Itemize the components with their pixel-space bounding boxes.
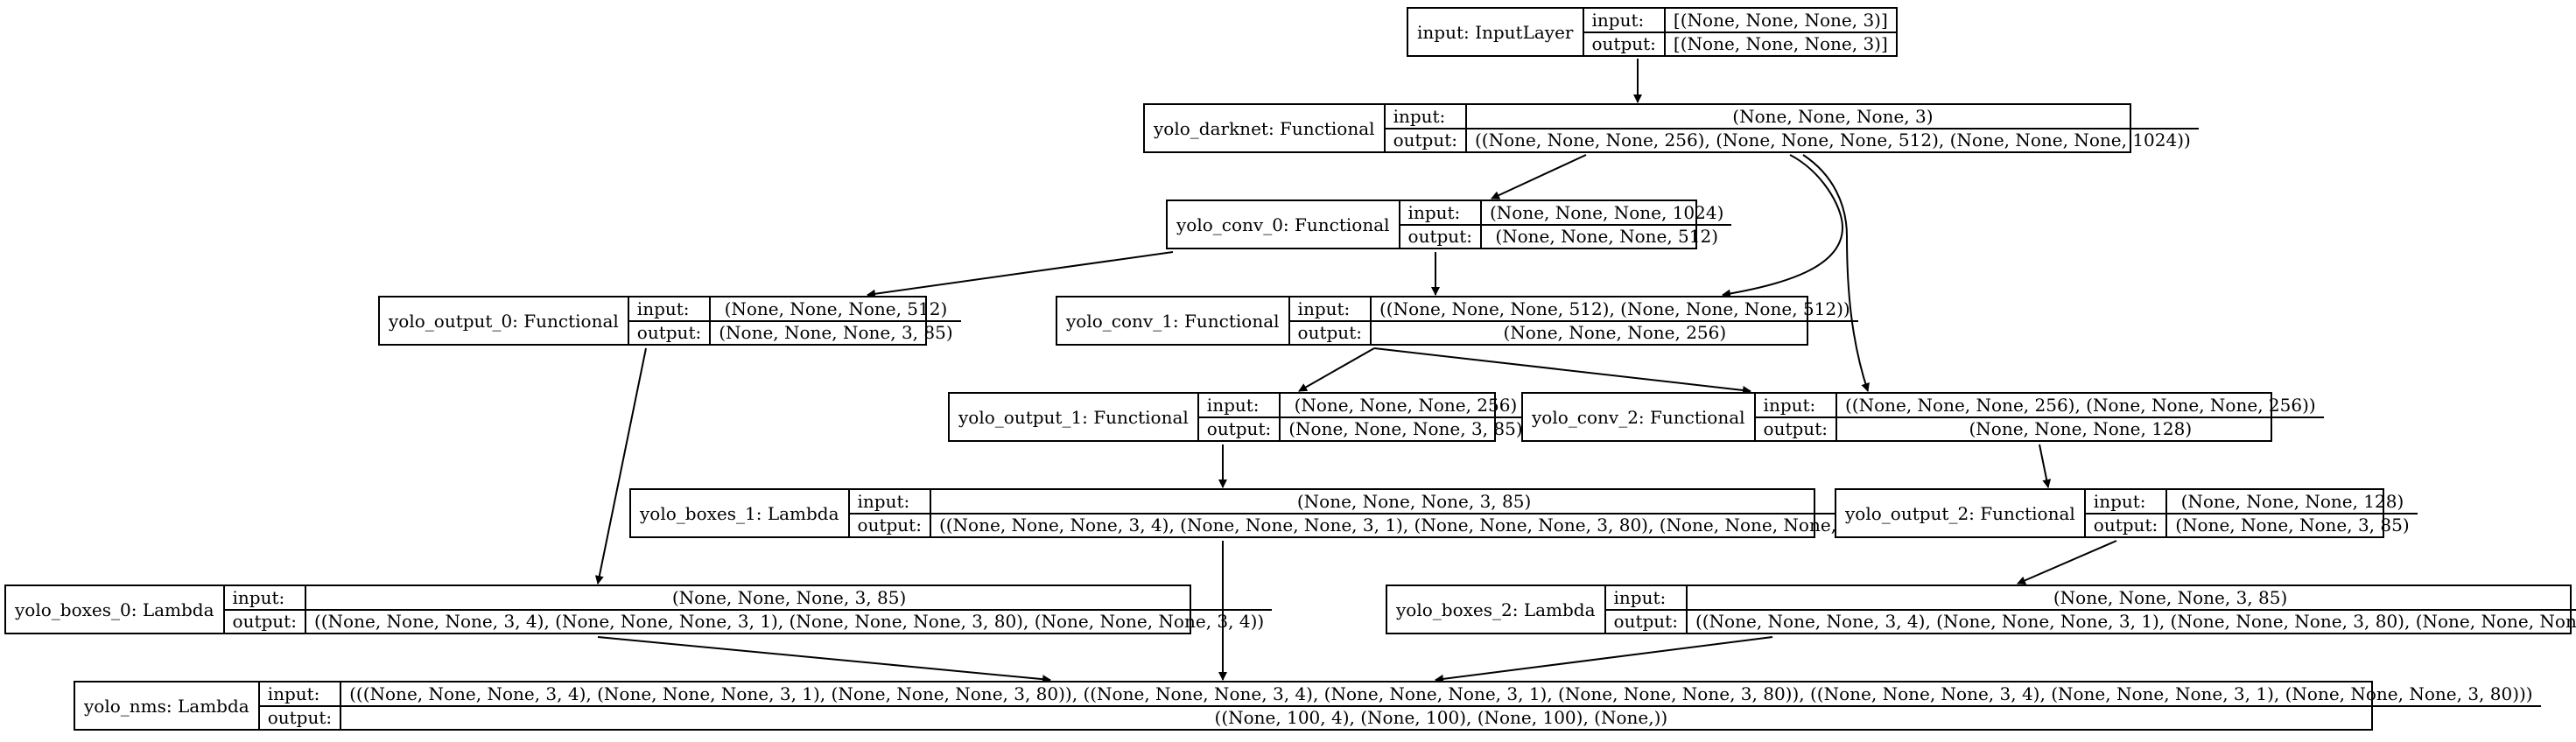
input-shape: [(None, None, None, 3)] xyxy=(1673,9,1888,31)
input-label: input: xyxy=(1206,394,1260,416)
output-shape: (None, None, None, 256) xyxy=(1371,319,1858,345)
edge-out0-boxes0 xyxy=(594,347,647,584)
input-label: input: xyxy=(857,490,910,512)
output-label: output: xyxy=(1400,223,1480,248)
node-input-layer: input: InputLayer input: output: [(None,… xyxy=(1407,7,1898,57)
edge-darknet-conv2 xyxy=(1802,154,1870,392)
input-label: input: xyxy=(1763,394,1816,416)
input-label: input: xyxy=(636,298,690,319)
input-label: input: xyxy=(1407,201,1461,223)
node-yolo-conv-2: yolo_conv_2: Functional input: output: (… xyxy=(1521,392,2324,442)
output-shape: (None, None, None, 3, 85) xyxy=(2167,512,2418,537)
input-shape: (None, None, None, 1024) xyxy=(1489,201,1724,223)
input-shape: (None, None, None, 128) xyxy=(2180,490,2404,512)
input-shape: (None, None, None, 3) xyxy=(1732,105,1934,127)
node-yolo-boxes-0: yolo_boxes_0: Lambda input: output: (Non… xyxy=(4,584,1273,634)
input-label: input: xyxy=(1297,298,1351,319)
node-name: yolo_darknet: Functional xyxy=(1145,105,1386,151)
node-name: yolo_output_2: Functional xyxy=(1836,490,2086,536)
node-name: yolo_conv_0: Functional xyxy=(1168,201,1400,248)
node-yolo-boxes-2: yolo_boxes_2: Lambda input: output: (Non… xyxy=(1386,584,2576,634)
edge-conv0-out0 xyxy=(867,251,1174,298)
node-yolo-darknet: yolo_darknet: Functional input: output: … xyxy=(1143,103,2199,153)
input-label: input: xyxy=(2093,490,2146,512)
output-shape: (None, None, None, 512) xyxy=(1481,223,1732,248)
edge-out2-boxes2 xyxy=(2017,540,2117,585)
node-yolo-output-0: yolo_output_0: Functional input: output:… xyxy=(378,296,961,346)
input-label: input: xyxy=(1393,105,1446,127)
input-shape: (None, None, None, 3, 85) xyxy=(2053,586,2288,608)
output-shape: (None, None, None, 3, 85) xyxy=(1281,416,1531,441)
edge-darknet-conv0 xyxy=(1491,154,1587,200)
input-shape: ((None, None, None, 512), (None, None, N… xyxy=(1379,298,1850,319)
output-shape: ((None, None, None, 256), (None, None, N… xyxy=(1466,127,2199,152)
input-shape: (None, None, None, 256) xyxy=(1294,394,1518,416)
edge-conv1-conv2 xyxy=(1373,347,1751,395)
output-shape: (None, None, None, 3, 85) xyxy=(711,319,961,345)
output-label: output: xyxy=(2085,512,2166,537)
output-label: output: xyxy=(259,704,340,730)
output-shape: [(None, None, None, 3)] xyxy=(1665,31,1896,56)
input-shape: (None, None, None, 3, 85) xyxy=(671,586,907,608)
output-shape: ((None, 100, 4), (None, 100), (None, 100… xyxy=(341,704,2541,730)
node-yolo-nms: yolo_nms: Lambda input: output: (((None,… xyxy=(74,681,2541,731)
output-label: output: xyxy=(1289,319,1370,345)
node-name: input: InputLayer xyxy=(1408,9,1584,55)
output-label: output: xyxy=(849,512,930,537)
node-yolo-conv-1: yolo_conv_1: Functional input: output: (… xyxy=(1056,296,1858,346)
output-label: output: xyxy=(1605,608,1686,634)
output-label: output: xyxy=(224,608,305,634)
edge-darknet-conv1 xyxy=(1722,154,1844,298)
input-shape: (None, None, None, 512) xyxy=(724,298,948,319)
output-label: output: xyxy=(628,319,710,345)
output-label: output: xyxy=(1755,416,1835,441)
output-shape: ((None, None, None, 3, 4), (None, None, … xyxy=(305,608,1273,634)
output-shape: (None, None, None, 128) xyxy=(1836,416,2324,441)
node-name: yolo_output_1: Functional xyxy=(950,394,1199,440)
input-shape: (((None, None, None, 3, 4), (None, None,… xyxy=(349,682,2533,704)
input-shape: (None, None, None, 3, 85) xyxy=(1296,490,1532,512)
node-name: yolo_boxes_2: Lambda xyxy=(1387,586,1606,633)
output-label: output: xyxy=(1198,416,1280,441)
input-shape: ((None, None, None, 256), (None, None, N… xyxy=(1844,394,2316,416)
edge-conv2-out2 xyxy=(2039,444,2052,488)
node-name: yolo_conv_1: Functional xyxy=(1057,298,1290,344)
output-shape: ((None, None, None, 3, 4), (None, None, … xyxy=(1687,608,2576,634)
node-yolo-output-1: yolo_output_1: Functional input: output:… xyxy=(948,392,1531,442)
node-name: yolo_nms: Lambda xyxy=(75,682,260,729)
input-label: input: xyxy=(232,586,285,608)
node-yolo-boxes-1: yolo_boxes_1: Lambda input: output: (Non… xyxy=(629,488,1898,538)
node-name: yolo_boxes_1: Lambda xyxy=(631,490,850,536)
input-label: input: xyxy=(1613,586,1667,608)
output-label: output: xyxy=(1385,127,1465,152)
edge-boxes0-nms xyxy=(597,636,1051,684)
output-shape: ((None, None, None, 3, 4), (None, None, … xyxy=(930,512,1898,537)
node-yolo-conv-0: yolo_conv_0: Functional input: output: (… xyxy=(1166,200,1732,249)
output-label: output: xyxy=(1583,31,1664,56)
edge-boxes2-nms xyxy=(1435,636,1773,683)
node-name: yolo_boxes_0: Lambda xyxy=(6,586,225,633)
input-label: input: xyxy=(1591,9,1645,31)
node-name: yolo_output_0: Functional xyxy=(380,298,629,344)
node-name: yolo_conv_2: Functional xyxy=(1523,394,1756,440)
input-label: input: xyxy=(267,682,320,704)
edge-conv1-out1 xyxy=(1298,347,1375,392)
node-yolo-output-2: yolo_output_2: Functional input: output:… xyxy=(1835,488,2418,538)
